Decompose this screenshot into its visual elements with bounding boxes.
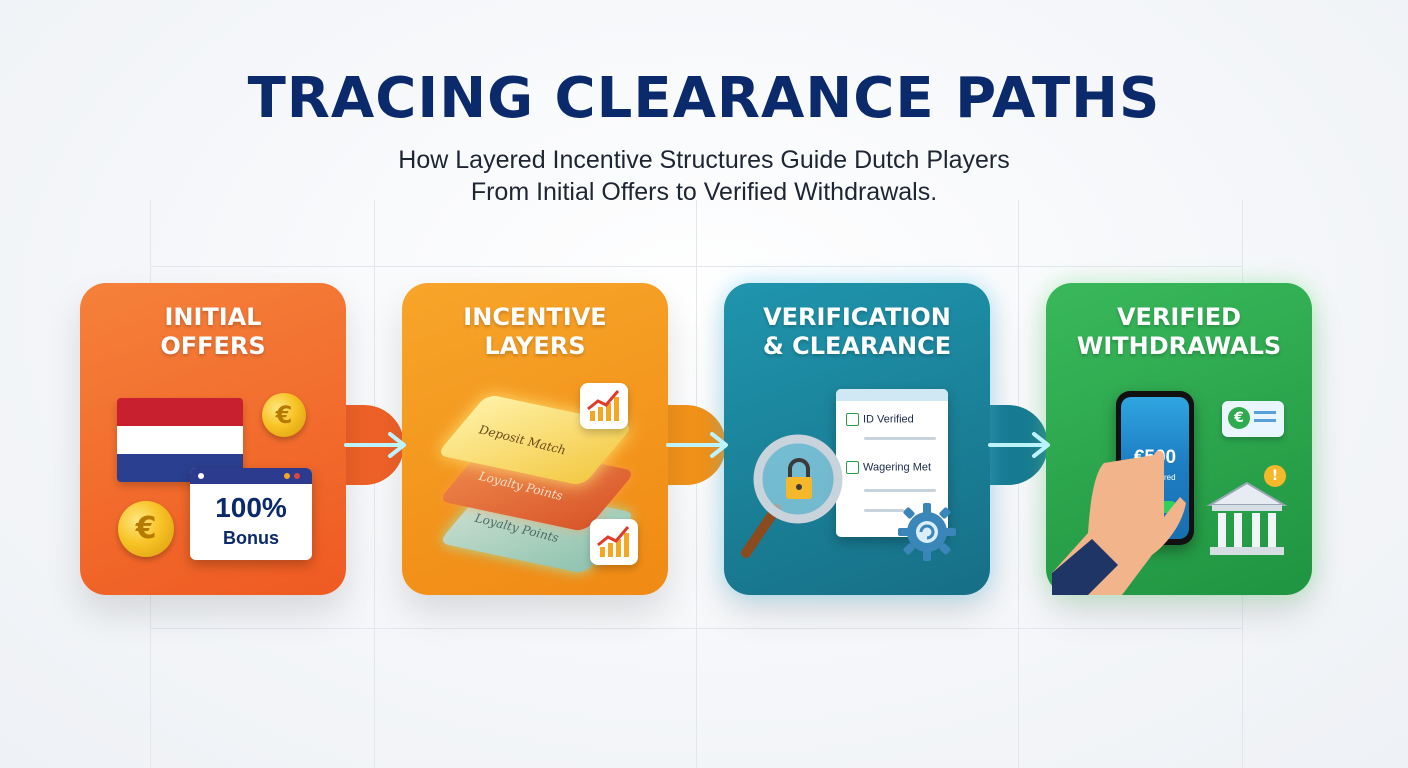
arrow-right-icon [666, 432, 728, 458]
step-title-line: & CLEARANCE [762, 332, 952, 360]
bonus-window: 100% Bonus [190, 468, 312, 560]
bonus-percent: 100% [215, 492, 287, 523]
grid-line [1018, 200, 1019, 768]
step-title-line: INCENTIVE [463, 303, 607, 331]
step-title: INITIAL OFFERS [80, 303, 346, 361]
growth-chart-icon [590, 519, 638, 565]
checkbox-checked-icon [846, 461, 859, 474]
step-title-line: INITIAL [164, 303, 262, 331]
document-header [836, 389, 948, 401]
step-title-line: LAYERS [484, 332, 586, 360]
verification-document: ID Verified Wagering Met [836, 389, 948, 537]
window-dot [198, 473, 204, 479]
alert-badge-icon: ! [1264, 465, 1286, 487]
arrow-right-icon [344, 432, 406, 458]
bank-icon [1206, 481, 1288, 555]
step-card-incentive-layers: INCENTIVE LAYERS Deposit Match Loyalty P… [402, 283, 668, 595]
step-title: INCENTIVE LAYERS [402, 303, 668, 361]
gear-icon [898, 503, 956, 561]
euro-coin-icon: € [118, 501, 174, 557]
text-line [864, 437, 936, 440]
hand-icon [1052, 450, 1186, 595]
window-dot [294, 473, 300, 479]
bonus-label: Bonus [223, 528, 279, 548]
grid-line [150, 628, 1242, 629]
check-label: Wagering Met [863, 461, 932, 474]
grid-line [150, 266, 1242, 267]
text-line [864, 489, 936, 492]
grid-line [374, 200, 375, 768]
arrow-right-icon [988, 432, 1050, 458]
euro-message-icon: € [1222, 401, 1284, 437]
window-titlebar [190, 468, 312, 484]
check-label: ID Verified [863, 413, 914, 426]
step-card-initial-offers: INITIAL OFFERS € € 100% Bonus [80, 283, 346, 595]
growth-chart-icon [580, 383, 628, 429]
page-subtitle: How Layered Incentive Structures Guide D… [0, 144, 1408, 208]
step-title-line: VERIFIED [1116, 303, 1242, 331]
subtitle-line-2: From Initial Offers to Verified Withdraw… [470, 178, 938, 206]
step-card-verification-clearance: VERIFICATION & CLEARANCE ID Verified Wag… [724, 283, 990, 595]
subtitle-line-1: How Layered Incentive Structures Guide D… [398, 146, 1010, 174]
step-title: VERIFIED WITHDRAWALS [1046, 303, 1312, 361]
step-card-verified-withdrawals: VERIFIED WITHDRAWALS €500 Transferred € … [1046, 283, 1312, 595]
step-title-line: VERIFICATION [763, 303, 951, 331]
window-dot [284, 473, 290, 479]
text-line [1254, 411, 1276, 414]
text-line [1254, 419, 1276, 422]
euro-symbol: € [1228, 407, 1250, 429]
step-title-line: OFFERS [160, 332, 266, 360]
page-title: TRACING CLEARANCE PATHS [247, 66, 1161, 131]
check-row: ID Verified [846, 413, 914, 426]
text-line [864, 509, 904, 512]
step-title-line: WITHDRAWALS [1076, 332, 1282, 360]
euro-coin-icon: € [262, 393, 306, 437]
check-row: Wagering Met [846, 461, 931, 474]
magnifying-glass-lock-icon [741, 434, 843, 558]
step-title: VERIFICATION & CLEARANCE [724, 303, 990, 361]
grid-line [696, 200, 697, 768]
checkbox-checked-icon [846, 413, 859, 426]
